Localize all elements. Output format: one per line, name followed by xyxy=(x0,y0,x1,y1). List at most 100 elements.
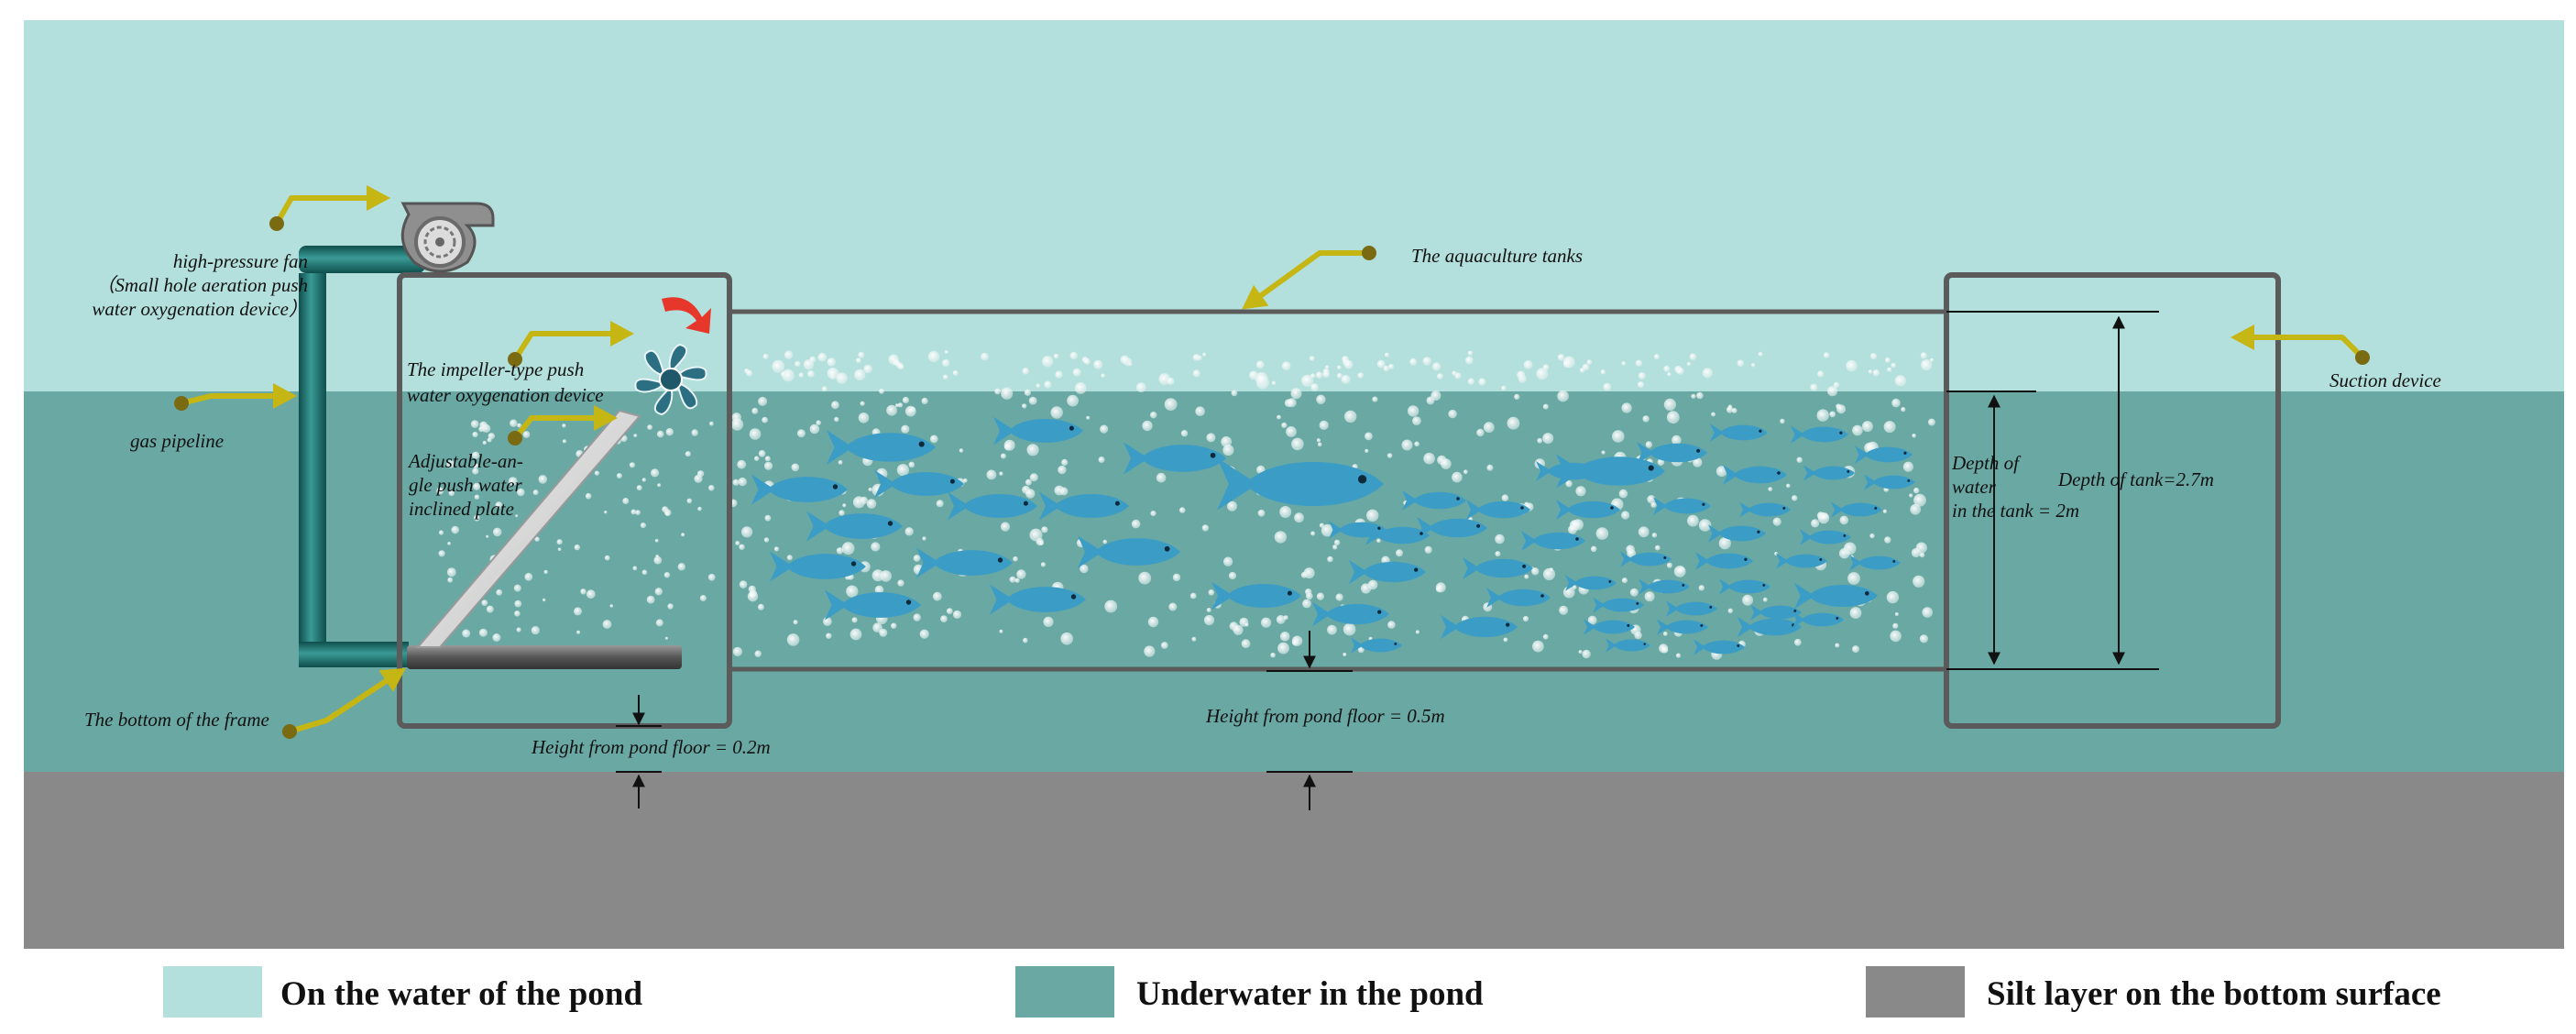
bubble xyxy=(1731,408,1737,413)
bubble xyxy=(1557,390,1569,402)
fish-icon xyxy=(1750,604,1802,621)
bubble xyxy=(1600,369,1606,375)
bubble xyxy=(826,632,832,639)
bubble xyxy=(764,456,771,462)
bubble xyxy=(1156,472,1167,483)
bubble xyxy=(1093,359,1103,369)
bubble xyxy=(1833,381,1839,388)
bubble xyxy=(1424,545,1432,554)
bubble xyxy=(827,358,836,367)
bubble xyxy=(1501,494,1509,501)
bubble xyxy=(1672,434,1682,446)
inclined-plate xyxy=(415,409,641,648)
bubble xyxy=(586,589,596,600)
bubble xyxy=(1029,473,1038,482)
bubble xyxy=(1575,486,1586,497)
bubble xyxy=(1811,519,1820,528)
bubble xyxy=(1024,389,1031,396)
bubble xyxy=(1635,359,1643,367)
leader-arrowhead xyxy=(273,383,297,409)
fish-icon xyxy=(1556,500,1620,520)
fish-icon xyxy=(825,589,921,621)
label-height-tank: Height from pond floor = 0.5m xyxy=(1205,705,1445,727)
impeller-blade xyxy=(675,381,698,410)
bubble xyxy=(1890,630,1902,643)
bubble xyxy=(1711,412,1716,417)
bubble xyxy=(1894,612,1899,616)
bubble xyxy=(472,468,479,475)
bubble xyxy=(1281,422,1288,428)
bubble xyxy=(872,622,882,632)
bubble xyxy=(1537,437,1543,444)
bubble xyxy=(1629,588,1639,597)
bubble xyxy=(1921,359,1933,371)
legend-swatch-surface xyxy=(163,966,262,1018)
bubble xyxy=(879,388,884,394)
bubble xyxy=(436,487,444,495)
bubble xyxy=(1522,615,1529,622)
bubble xyxy=(1698,585,1705,591)
fish-icon xyxy=(1794,582,1878,610)
bubble xyxy=(751,407,759,414)
bubble xyxy=(1638,526,1650,538)
bubble xyxy=(1869,533,1875,539)
bubble xyxy=(764,514,772,522)
bubble xyxy=(1542,433,1554,445)
bubble xyxy=(663,572,671,578)
bubble xyxy=(647,424,652,430)
bubble xyxy=(981,352,989,361)
bubble xyxy=(1835,643,1840,648)
bubble xyxy=(1172,573,1181,582)
bubble xyxy=(1565,480,1573,488)
fish-icon xyxy=(751,474,848,505)
bubble xyxy=(1231,390,1238,397)
fish-icon xyxy=(1211,581,1301,610)
bubble xyxy=(1849,607,1862,619)
label-impeller-line1: The impeller-type push xyxy=(407,358,584,380)
bubble xyxy=(1357,372,1364,379)
bubble xyxy=(1727,608,1734,613)
bubble xyxy=(784,350,794,359)
blower-fan-icon xyxy=(400,202,495,273)
bubble xyxy=(1913,493,1926,507)
bubble xyxy=(448,490,455,497)
bubble xyxy=(665,428,674,436)
bubble xyxy=(1372,396,1378,402)
bubble xyxy=(1332,544,1338,550)
bubble xyxy=(1542,364,1550,371)
bubble xyxy=(1523,360,1533,369)
bubble xyxy=(1663,398,1676,411)
bubble xyxy=(772,359,785,373)
bubble xyxy=(1281,361,1291,371)
fish-icon xyxy=(1791,425,1848,444)
bubble xyxy=(1762,597,1768,602)
impeller-blade xyxy=(634,378,666,393)
bubble xyxy=(897,402,904,408)
fish-icon xyxy=(1657,619,1708,635)
bubble xyxy=(1452,370,1457,376)
bubble xyxy=(1663,365,1671,372)
label-impeller-line2: water oxygenation device xyxy=(407,384,604,406)
bubble xyxy=(1144,645,1156,657)
bubble xyxy=(514,610,521,617)
bubble xyxy=(1029,528,1043,542)
bubble xyxy=(1321,523,1334,537)
bubble xyxy=(1415,630,1420,634)
fish-icon xyxy=(1463,556,1533,580)
bubble xyxy=(557,547,562,551)
bubble xyxy=(1227,500,1237,512)
bubble xyxy=(472,451,480,459)
bubble xyxy=(1793,638,1802,646)
bubble xyxy=(1061,458,1069,466)
bubble xyxy=(1868,369,1873,374)
bubble xyxy=(604,511,608,514)
bubble xyxy=(758,396,768,406)
bubble xyxy=(654,538,659,543)
bubble xyxy=(657,483,662,488)
bubble xyxy=(1796,456,1803,463)
bubble xyxy=(841,542,855,556)
bubble xyxy=(1768,487,1773,491)
fish-icon xyxy=(1849,555,1901,571)
bubble xyxy=(1772,517,1781,526)
bubble xyxy=(940,615,948,622)
